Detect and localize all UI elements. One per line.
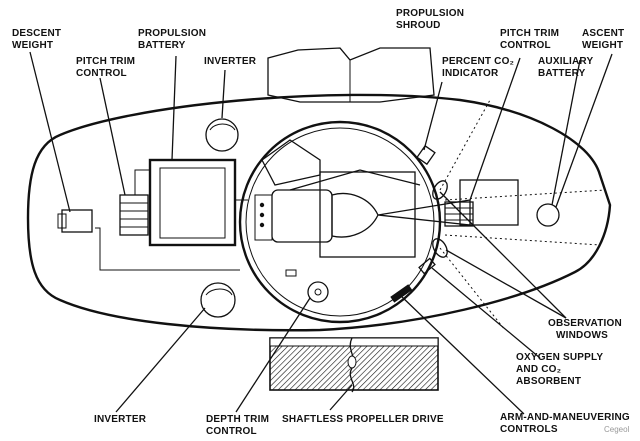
propulsion-shroud: [267, 47, 435, 103]
inverter-top: [205, 118, 239, 152]
svg-text:CONTROL: CONTROL: [206, 426, 257, 437]
label-depth-trim: DEPTH TRIM CONTROL: [206, 414, 269, 437]
propulsion-battery: [148, 158, 237, 247]
leader-lines: [29, 51, 613, 415]
svg-text:BATTERY: BATTERY: [138, 40, 186, 51]
svg-text:PROPULSION: PROPULSION: [138, 28, 206, 39]
pressure-sphere: [238, 120, 442, 324]
label-inverter-bottom: INVERTER: [94, 414, 147, 425]
svg-text:PROPULSION: PROPULSION: [396, 8, 464, 19]
svg-text:CONTROLS: CONTROLS: [500, 424, 558, 435]
svg-text:INVERTER: INVERTER: [94, 414, 147, 425]
svg-text:WEIGHT: WEIGHT: [582, 40, 623, 51]
console: [319, 171, 416, 258]
svg-text:ARM-AND-MANEUVERING: ARM-AND-MANEUVERING: [500, 412, 630, 423]
label-pitch-trim-left: PITCH TRIM CONTROL: [76, 56, 135, 79]
svg-text:ASCENT: ASCENT: [582, 28, 624, 39]
svg-text:PITCH TRIM: PITCH TRIM: [76, 56, 135, 67]
oxygen-supply: [418, 257, 436, 275]
svg-text:INVERTER: INVERTER: [204, 56, 257, 67]
svg-text:OBSERVATION: OBSERVATION: [548, 318, 622, 329]
label-arm-maneuvering: ARM-AND-MANEUVERING CONTROLS: [500, 412, 630, 435]
ascent-weight: [536, 203, 560, 227]
observation-window-upper: [432, 180, 448, 200]
label-shaftless-propeller: SHAFTLESS PROPELLER DRIVE: [282, 414, 444, 425]
label-observation-windows: OBSERVATION WINDOWS: [548, 318, 622, 341]
svg-text:WINDOWS: WINDOWS: [556, 330, 608, 341]
label-percent-co2: PERCENT CO₂ INDICATOR: [442, 56, 514, 79]
arm-maneuvering-controls: [390, 284, 413, 303]
label-auxiliary-battery: AUXILIARY BATTERY: [538, 56, 593, 79]
label-pitch-trim-right: PITCH TRIM CONTROL: [500, 28, 559, 51]
svg-text:DESCENT: DESCENT: [12, 28, 61, 39]
svg-text:DEPTH TRIM: DEPTH TRIM: [206, 414, 269, 425]
pitch-trim-control-left: [119, 194, 149, 236]
watermark: Cegeol: [604, 425, 630, 434]
co2-indicator: [416, 144, 436, 166]
svg-text:PITCH TRIM: PITCH TRIM: [500, 28, 559, 39]
label-oxygen-supply: OXYGEN SUPPLY AND CO₂ ABSORBENT: [516, 352, 603, 387]
seat: [271, 189, 333, 243]
label-propulsion-shroud: PROPULSION SHROUD: [396, 8, 464, 31]
label-descent-weight: DESCENT WEIGHT: [12, 28, 61, 51]
inverter-bottom: [200, 282, 236, 318]
observation-window-lower: [432, 238, 448, 258]
descent-weight: [61, 209, 93, 233]
svg-text:OXYGEN SUPPLY: OXYGEN SUPPLY: [516, 352, 603, 363]
svg-text:BATTERY: BATTERY: [538, 68, 586, 79]
label-propulsion-battery: PROPULSION BATTERY: [138, 28, 206, 51]
svg-text:SHAFTLESS PROPELLER DRIVE: SHAFTLESS PROPELLER DRIVE: [282, 414, 444, 425]
svg-text:CONTROL: CONTROL: [76, 68, 127, 79]
svg-text:INDICATOR: INDICATOR: [442, 68, 499, 79]
svg-text:AUXILIARY: AUXILIARY: [538, 56, 593, 67]
svg-text:WEIGHT: WEIGHT: [12, 40, 53, 51]
svg-text:AND CO₂: AND CO₂: [516, 364, 561, 375]
svg-text:PERCENT CO₂: PERCENT CO₂: [442, 56, 514, 67]
svg-text:ABSORBENT: ABSORBENT: [516, 376, 581, 387]
svg-text:CONTROL: CONTROL: [500, 40, 551, 51]
label-ascent-weight: ASCENT WEIGHT: [582, 28, 624, 51]
label-inverter-top: INVERTER: [204, 56, 257, 67]
depth-trim-control: [307, 281, 329, 303]
svg-text:SHROUD: SHROUD: [396, 20, 441, 31]
